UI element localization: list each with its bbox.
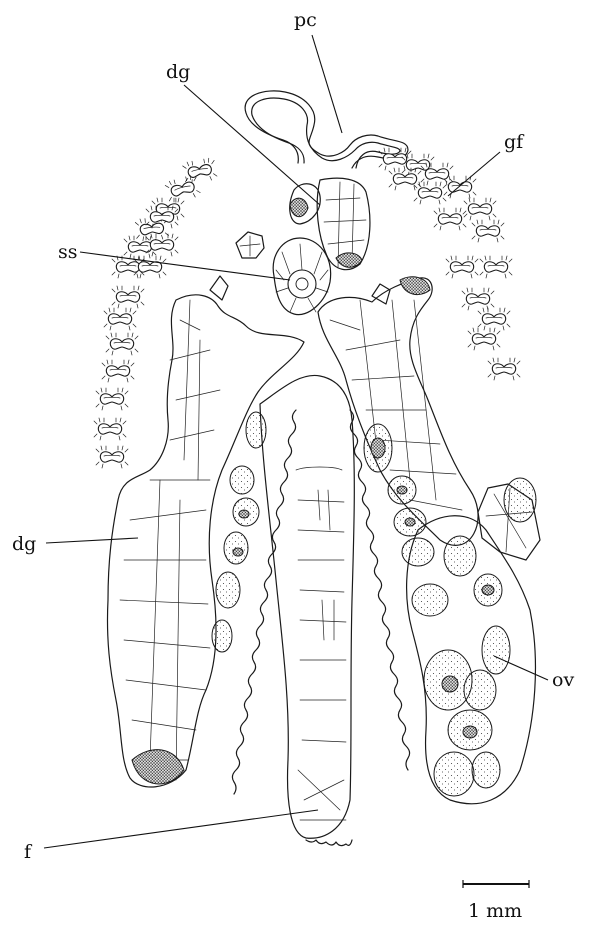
style-sac	[273, 238, 330, 315]
leader-dg-left	[46, 538, 138, 543]
label-dg-top: dg	[166, 61, 190, 83]
digestive-gland-right	[318, 277, 478, 546]
scale-bar-label: 1 mm	[468, 900, 522, 922]
label-ss: ss	[58, 241, 78, 263]
small-lobe	[236, 232, 264, 258]
scale-bar: 1 mm	[463, 880, 529, 922]
leader-dg-top	[184, 85, 320, 205]
digestive-gland-upper	[290, 178, 370, 269]
follicles-left	[212, 412, 266, 652]
stomach	[260, 375, 354, 838]
leader-gf	[448, 152, 500, 196]
leader-f	[44, 810, 318, 848]
label-ov: ov	[552, 669, 574, 691]
label-gf: gf	[504, 131, 525, 153]
leader-pc	[312, 35, 342, 133]
label-dg-left: dg	[12, 533, 36, 555]
gill-filaments-right	[379, 148, 520, 380]
label-pc: pc	[294, 9, 317, 31]
leader-ss	[80, 252, 290, 280]
ovary-follicles-right	[364, 424, 540, 804]
label-f: f	[24, 841, 33, 863]
